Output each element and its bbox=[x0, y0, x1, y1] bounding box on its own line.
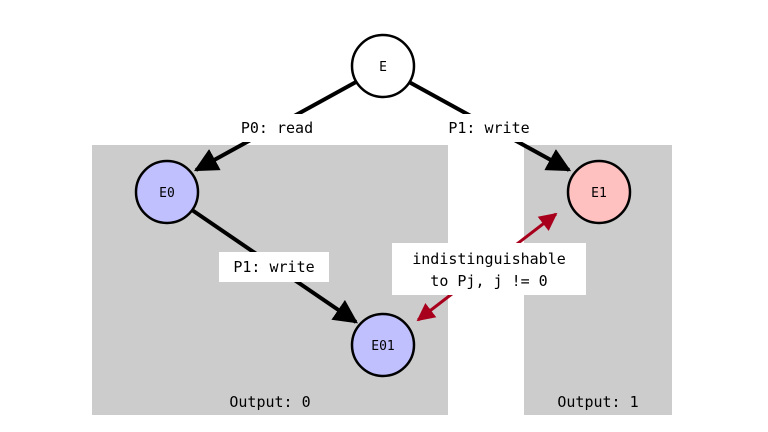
node-e: E bbox=[350, 33, 416, 99]
node-e0-label: E0 bbox=[159, 186, 175, 201]
node-e01-label: E01 bbox=[371, 339, 394, 354]
edge-label-p0-read: P0: read bbox=[241, 119, 313, 137]
node-e0: E0 bbox=[134, 159, 200, 225]
indistinguishable-label-box bbox=[392, 243, 586, 295]
indistinguishable-label-line2: to Pj, j != 0 bbox=[430, 272, 547, 290]
output-0-label: Output: 0 bbox=[229, 393, 310, 411]
node-e1: E1 bbox=[566, 159, 632, 225]
node-e01-circle bbox=[350, 312, 416, 378]
edge-label-p1-write-bottom: P1: write bbox=[233, 258, 314, 276]
node-e01: E01 bbox=[350, 312, 416, 378]
edge-label-box-p1-write-bottom bbox=[219, 252, 329, 282]
node-e1-label: E1 bbox=[591, 186, 607, 201]
output-1-label: Output: 1 bbox=[557, 393, 638, 411]
edge-label-p1-write-top: P1: write bbox=[448, 119, 529, 137]
node-e0-circle bbox=[134, 159, 200, 225]
indistinguishable-label-line1: indistinguishable bbox=[412, 250, 566, 268]
node-e-circle bbox=[350, 33, 416, 99]
edge-label-box-p0-read bbox=[222, 114, 326, 142]
edge-label-box-p1-write-top bbox=[433, 114, 545, 142]
node-e1-circle bbox=[566, 159, 632, 225]
node-e-label: E bbox=[379, 60, 387, 75]
